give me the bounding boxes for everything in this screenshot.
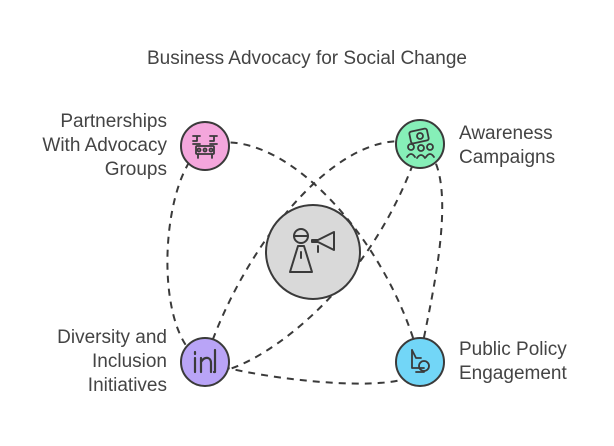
connector-ellipse-a bbox=[166, 141, 422, 385]
node-diversity-inclusion bbox=[180, 337, 230, 387]
awareness-campaign-icon bbox=[406, 127, 435, 159]
diversity-inclusion-icon bbox=[193, 348, 217, 374]
label-line: With Advocacy bbox=[42, 135, 167, 156]
node-awareness-campaigns bbox=[395, 119, 445, 169]
diagram-title: Business Advocacy for Social Change bbox=[146, 48, 467, 69]
label-line: Groups bbox=[104, 159, 167, 180]
label-line: Public Policy bbox=[459, 339, 567, 360]
center-node bbox=[265, 204, 361, 300]
label-line: Engagement bbox=[459, 363, 567, 384]
node-public-policy bbox=[395, 337, 445, 387]
label-awareness-campaigns: Awareness Campaigns bbox=[459, 122, 555, 170]
label-partnerships: Partnerships With Advocacy Groups bbox=[42, 110, 167, 182]
advocate-megaphone-icon bbox=[289, 228, 335, 273]
label-line: Diversity and bbox=[57, 327, 167, 348]
public-policy-icon bbox=[411, 349, 430, 373]
label-diversity-inclusion: Diversity and Inclusion Initiatives bbox=[57, 326, 167, 398]
label-line: Awareness bbox=[459, 123, 553, 144]
node-partnerships bbox=[180, 121, 230, 171]
label-line: Campaigns bbox=[459, 147, 556, 168]
label-line: Inclusion bbox=[92, 351, 167, 372]
partnership-icon bbox=[192, 135, 218, 159]
label-line: Initiatives bbox=[87, 375, 167, 396]
label-public-policy: Public Policy Engagement bbox=[459, 338, 567, 386]
label-line: Partnerships bbox=[60, 111, 167, 132]
